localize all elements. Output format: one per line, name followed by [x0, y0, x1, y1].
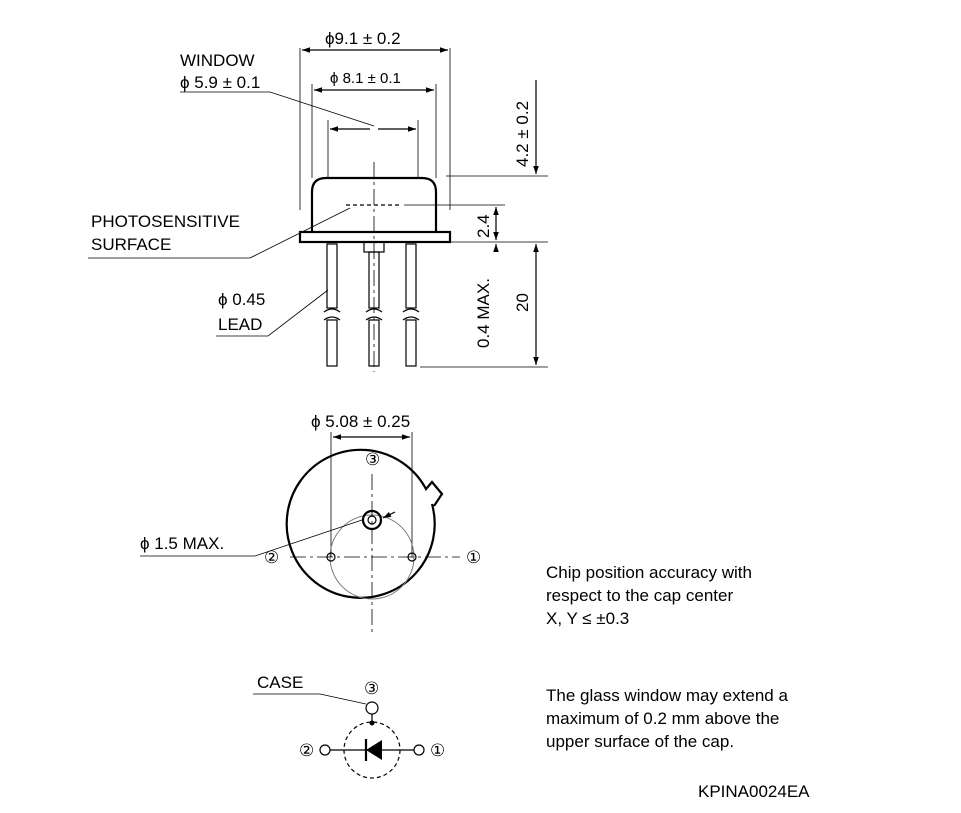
schematic-pin-1: ① [430, 741, 445, 760]
leads [323, 243, 420, 367]
case-label: CASE [257, 673, 303, 692]
pin-circle-label: ϕ 5.08 ± 0.25 [311, 412, 410, 431]
glass-note-3: upper surface of the cap. [546, 732, 734, 751]
surface-dim-label: 2.4 [474, 214, 493, 238]
chip-note-1: Chip position accuracy with [546, 563, 752, 582]
inner-diameter-label: ϕ 8.1 ± 0.1 [330, 70, 401, 87]
window-title: WINDOW [180, 51, 255, 70]
cap-outline [285, 448, 444, 599]
glass-note-1: The glass window may extend a [546, 686, 788, 705]
photosensitive-label-2: SURFACE [91, 235, 171, 254]
side-view: ϕ9.1 ± 0.2 ϕ 8.1 ± 0.1 WINDOW ϕ 5.9 ± 0.… [88, 29, 548, 372]
lead-diameter-label: ϕ 0.45 [218, 290, 265, 309]
pin-3-label: ③ [365, 450, 380, 469]
lead-length-label: 20 [513, 293, 532, 312]
cap-body [310, 176, 438, 232]
bottom-view: ϕ 5.08 ± 0.25 ϕ 1.5 MAX. ③ ② ① [140, 412, 481, 636]
photosensitive-label-1: PHOTOSENSITIVE [91, 212, 240, 231]
chip-note-3: X, Y ≤ ±0.3 [546, 609, 629, 628]
height-dim-label: 4.2 ± 0.2 [513, 101, 532, 167]
lead-label: LEAD [218, 315, 262, 334]
flange [298, 230, 452, 244]
schematic-pin-2: ② [299, 741, 314, 760]
chip-note-2: respect to the cap center [546, 586, 733, 605]
drawing-code: KPINA0024EA [698, 782, 810, 801]
cap-diameter-label: ϕ9.1 ± 0.2 [325, 29, 401, 48]
pin-2-label: ② [264, 548, 279, 567]
notes: Chip position accuracy with respect to t… [546, 563, 810, 801]
schematic: CASE ③ ② ① [253, 673, 445, 779]
schematic-pin-3: ③ [364, 679, 379, 698]
diode-icon [366, 740, 382, 760]
chip-max-label: ϕ 1.5 MAX. [140, 534, 224, 553]
max-dim-label: 0.4 MAX. [474, 278, 493, 348]
pin-1-label: ① [466, 548, 481, 567]
glass-note-2: maximum of 0.2 mm above the [546, 709, 779, 728]
window-diameter-label: ϕ 5.9 ± 0.1 [180, 73, 260, 92]
